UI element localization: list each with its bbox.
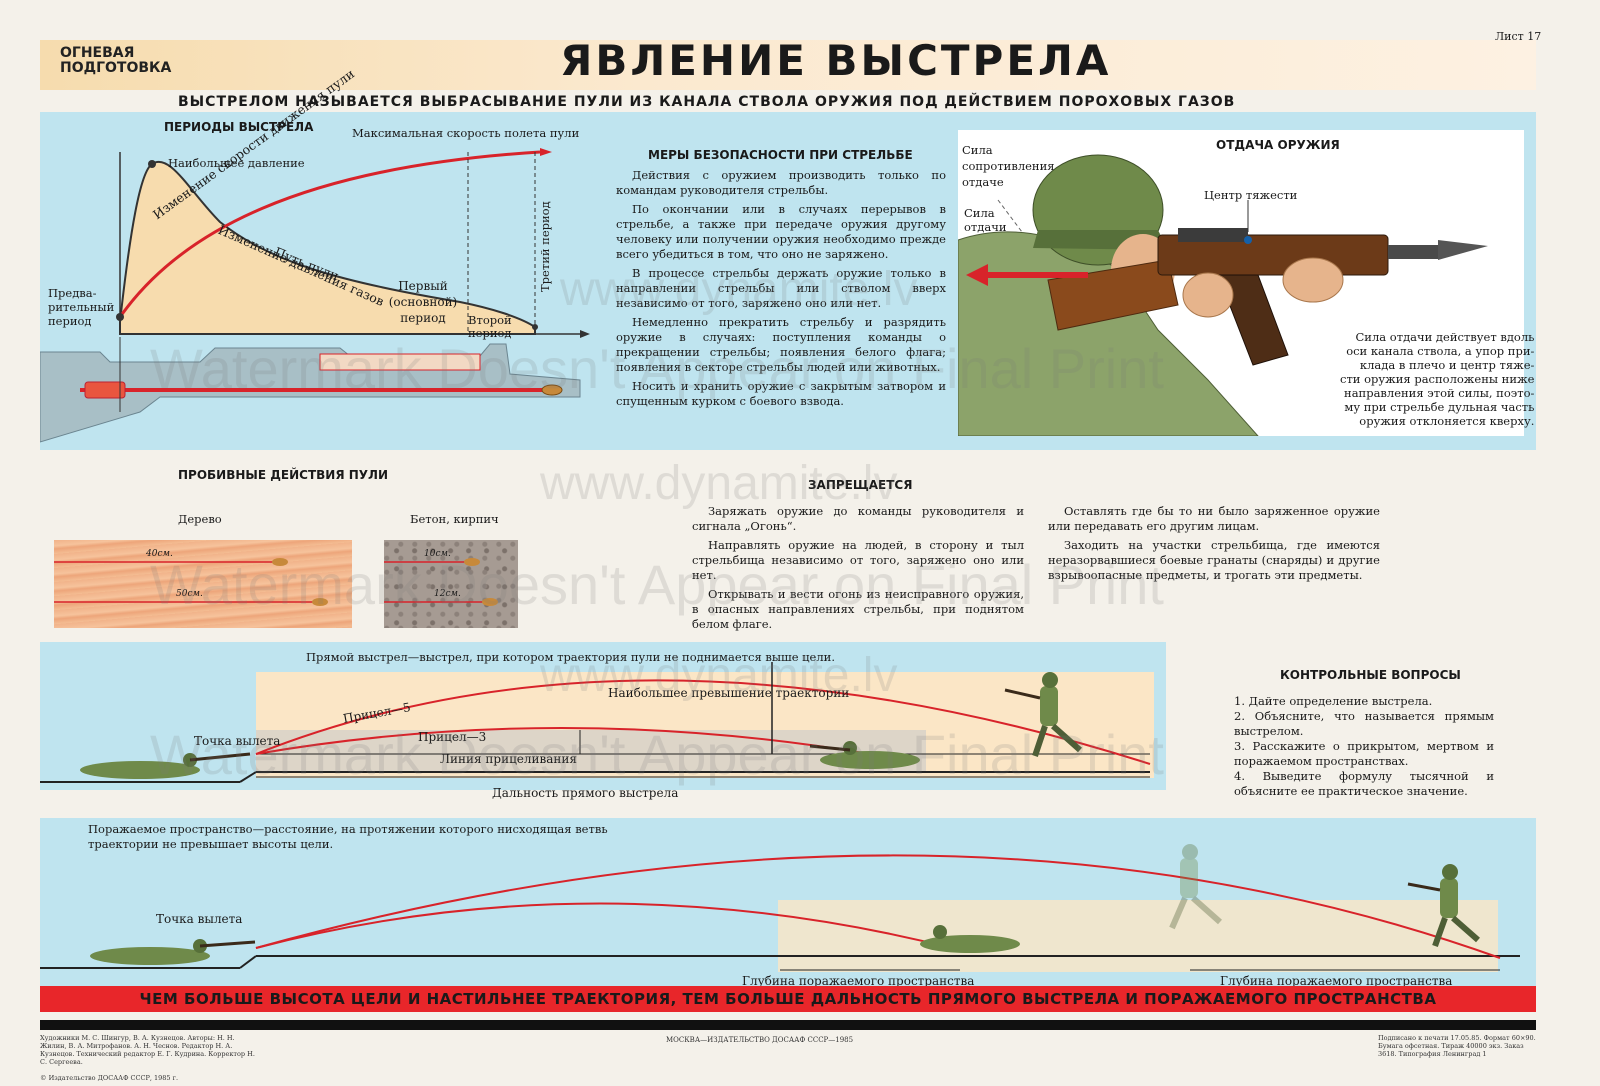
periods-heading: ПЕРИОДЫ ВЫСТРЕЛА [164, 120, 314, 134]
max-pressure-label: Наибольшее давление [168, 156, 305, 170]
direct-shot-definition: Прямой выстрел—выстрел, при котором трае… [306, 650, 835, 664]
question-2: 2. Объясните, что называется прямым выст… [1234, 709, 1494, 738]
wood-block [54, 540, 352, 628]
periods-chart [40, 148, 590, 443]
questions-list: 1. Дайте определение выстрела. 2. Объясн… [1234, 694, 1494, 799]
depth-label-1: Глубина поражаемого пространства [742, 974, 975, 988]
wood-depth-40: 40см. [146, 549, 173, 559]
exit-point-label: Точка вылета [194, 734, 281, 748]
speed-arrow [540, 148, 552, 156]
forbidden-right: Оставлять где бы то ни было заряженное о… [1048, 504, 1380, 582]
footer-print-info: Подписано к печати 17.05.85. Формат 60×9… [1378, 1034, 1536, 1058]
direct-range-label: Дальность прямого выстрела [492, 786, 679, 800]
trajectory-sight3 [255, 727, 871, 755]
black-rule [40, 1020, 1536, 1030]
hit-space-definition: Поражаемое пространство—расстояние, на п… [88, 822, 608, 851]
rifle-magazine [1217, 274, 1289, 366]
sheet-number: Лист 17 [1495, 30, 1542, 43]
concrete-depth-10: 10см. [424, 549, 451, 559]
center-gravity-label: Центр тяжести [1204, 188, 1298, 202]
recoil-illustration [958, 154, 1488, 436]
trajectory-high [255, 854, 1501, 959]
running-target-bottom [1407, 864, 1480, 948]
concrete-label: Бетон, кирпич [410, 512, 499, 526]
question-3: 3. Расскажите о прикрытом, мертвом и пор… [1234, 739, 1494, 768]
wood-penetration [54, 558, 328, 606]
shot-definition: ВЫСТРЕЛОМ НАЗЫВАЕТСЯ ВЫБРАСЫВАНИЕ ПУЛИ И… [178, 94, 1236, 110]
max-speed-label: Максимальная скорость полета пули [352, 126, 580, 140]
hit-exit-point-label: Точка вылета [156, 912, 243, 926]
prone-shooter-bottom [90, 939, 256, 965]
hit-space-diagram [40, 844, 1520, 972]
prone-shooter-left [80, 752, 251, 779]
forbidden-heading: ЗАПРЕЩАЕТСЯ [808, 478, 913, 492]
running-target-ghost [1169, 844, 1222, 930]
prone-target [809, 741, 920, 769]
concrete-depth-12: 12см. [434, 589, 461, 599]
footer-credits: Художники М. С. Шингур, В. А. Кузнецов. … [40, 1034, 255, 1066]
prone-target-bottom [920, 925, 1020, 953]
max-exceed-label: Наибольшее превышение траектории [608, 686, 850, 700]
wood-label: Дерево [178, 512, 222, 526]
footer-copyright: © Издательство ДОСААФ СССР, 1985 г. [40, 1074, 179, 1082]
penetration-heading: ПРОБИВНЫЕ ДЕЙСТВИЯ ПУЛИ [178, 468, 389, 482]
wood-depth-50: 50см. [176, 589, 203, 599]
trajectory-low [255, 902, 961, 951]
forbidden-left: Заряжать оружие до команды руководителя … [692, 504, 1024, 631]
concrete-penetration [384, 558, 498, 606]
page-title: ЯВЛЕНИЕ ВЫСТРЕЛА [560, 36, 1112, 85]
question-1: 1. Дайте определение выстрела. [1234, 694, 1433, 708]
header-band [40, 40, 1536, 90]
questions-heading: КОНТРОЛЬНЫЕ ВОПРОСЫ [1280, 668, 1461, 682]
safety-text: Действия с оружием производить только по… [616, 168, 946, 408]
first-period-label: Первый(основной)период [388, 279, 458, 325]
bottom-banner: ЧЕМ БОЛЬШЕ ВЫСОТА ЦЕЛИ И НАСТИЛЬНЕЕ ТРАЕ… [40, 986, 1536, 1012]
question-4: 4. Выведите формулу тысячной и объясните… [1234, 769, 1494, 798]
running-target [1004, 672, 1082, 757]
trajectory-sight5 [255, 679, 1151, 765]
safety-heading: МЕРЫ БЕЗОПАСНОСТИ ПРИ СТРЕЛЬБЕ [648, 148, 913, 162]
speed-curve [118, 150, 541, 318]
pressure-area [119, 160, 536, 335]
aim-line-label: Линия прицеливания [440, 752, 577, 766]
third-period-label: Третий период [538, 201, 552, 292]
direct-shot-diagram [40, 662, 1151, 783]
concrete-block [384, 540, 518, 628]
sight3-label: Прицел—3 [418, 730, 487, 744]
recoil-heading: ОТДАЧА ОРУЖИЯ [1216, 138, 1340, 152]
depth-label-2: Глубина поражаемого пространства [1220, 974, 1453, 988]
footer-publisher: МОСКВА—ИЗДАТЕЛЬСТВО ДОСААФ СССР—1985 [666, 1036, 854, 1044]
